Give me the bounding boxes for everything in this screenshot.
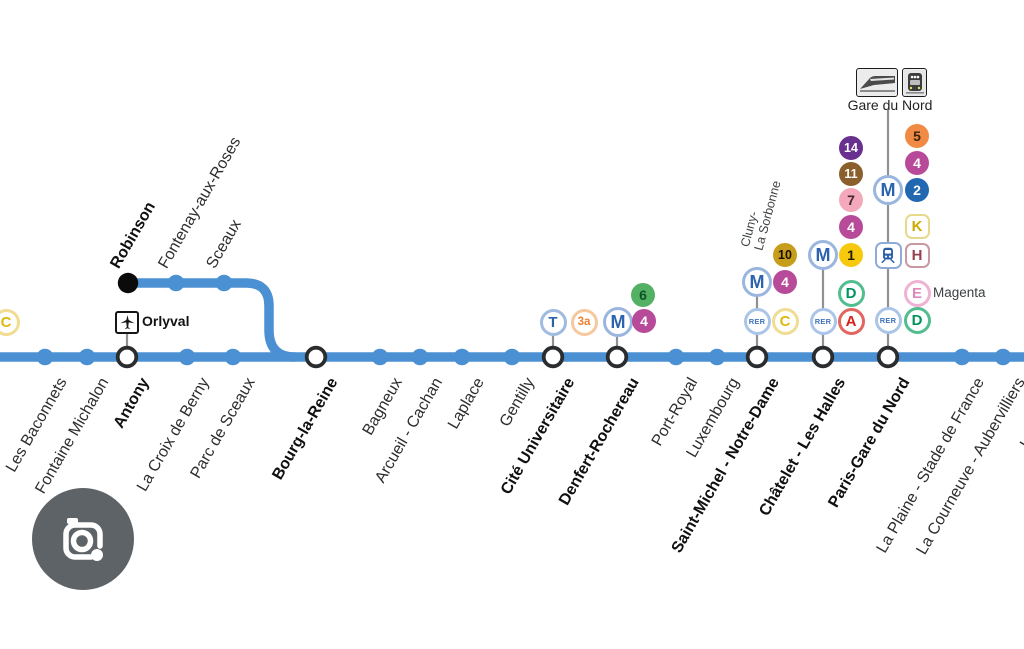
- interchange-ring: [745, 345, 769, 369]
- station-dot: [78, 348, 96, 366]
- interchange-ring: [605, 345, 629, 369]
- station-dot: [503, 348, 521, 366]
- station-dot: [453, 348, 471, 366]
- interchange-ring: [541, 345, 565, 369]
- station-dot: [167, 274, 185, 292]
- commuter-train-icon: [902, 68, 927, 97]
- station-dot: [667, 348, 685, 366]
- orlyval-label: Orlyval: [142, 313, 190, 329]
- station-dot: [178, 348, 196, 366]
- station-dot: [994, 348, 1012, 366]
- interchange-ring: [811, 345, 835, 369]
- station-dot: [215, 274, 233, 292]
- station-dot: [953, 348, 971, 366]
- interchange-ring: [115, 345, 139, 369]
- rer-b-robinson-branch-line: [128, 278, 296, 362]
- interchange-ring: [304, 345, 328, 369]
- interchange-ring: [876, 345, 900, 369]
- station-dot: [371, 348, 389, 366]
- camera-search-button[interactable]: [32, 488, 134, 590]
- station-dot: [36, 348, 54, 366]
- tgv-train-icon: [856, 68, 898, 97]
- station-dot: [224, 348, 242, 366]
- gare-du-nord-header-label: Gare du Nord: [847, 97, 933, 113]
- station-dot: [708, 348, 726, 366]
- camera-lens-icon: [63, 518, 103, 561]
- rer-e-magenta-label: Magenta: [933, 285, 986, 300]
- station-dot: [411, 348, 429, 366]
- terminus-dot: [117, 272, 139, 294]
